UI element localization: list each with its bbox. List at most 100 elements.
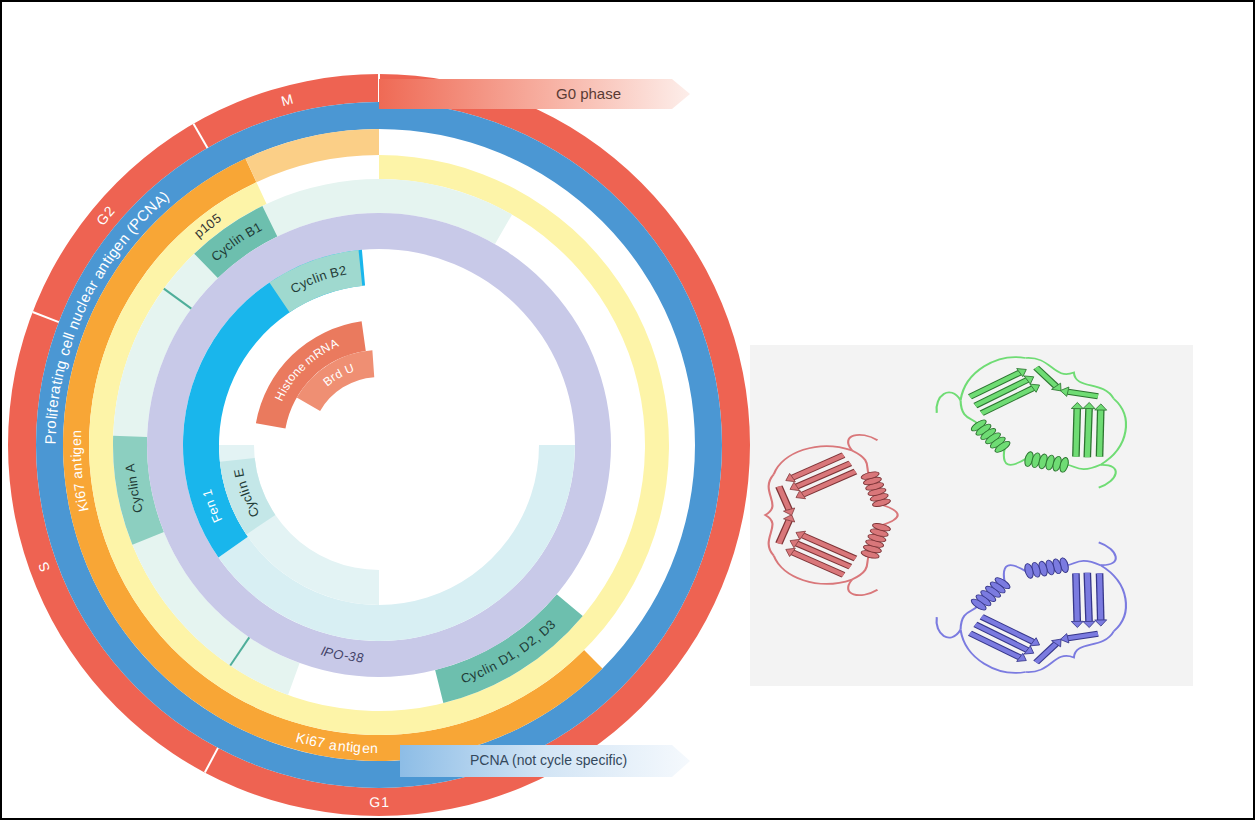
backbone-loop [1088,540,1120,568]
beta-strand [1075,410,1125,457]
pcna-subunit [921,526,1161,698]
beta-strand-edge [1068,627,1098,646]
histone-mrna-band [256,321,366,428]
g0-arrow-tab [379,79,690,109]
beta-strand-edge [1031,644,1061,663]
backbone-loop [848,580,877,596]
cyclin-b2-band [269,250,362,312]
strand-head [796,490,806,498]
beta-strand [1068,385,1098,404]
phase-tick [164,289,192,309]
cycle-rings [8,74,750,816]
ring-label: Brd U [320,361,358,390]
ring-label: S [34,557,54,577]
label-glyph: 8 [355,650,364,667]
ki67-fade [245,129,379,182]
ring-label: Fen 1 [199,484,226,528]
beta-strand-edge [779,520,789,543]
beta-strand-edge [803,471,856,494]
strand-head [1083,402,1097,413]
beta-strand [982,605,1033,653]
label-glyph: r [41,428,60,434]
tab-label: G0 phase [556,85,621,102]
strand-head [790,482,800,490]
strand-head [1071,402,1085,413]
beta-strand [779,520,789,543]
strand-head [783,508,794,515]
ring-label: IPO-38 [314,642,369,667]
alpha-helix-turn [993,440,1012,455]
strand-head [796,531,806,539]
cyclin-e-ring [219,445,379,605]
strand-head [1059,385,1073,396]
backbone-loop [956,344,1025,412]
backbone-loop [931,612,963,640]
pcna-trimer [765,332,1160,697]
ipo38-ring [147,213,611,677]
label-glyph: P [40,434,59,445]
strand-head [786,473,796,481]
fen1-ring [183,250,365,558]
beta-strand [1075,573,1125,620]
label-glyph: e [67,438,85,446]
beta-strand [1051,409,1102,457]
beta-strand-edge [1068,385,1098,404]
label-glyph: a [68,470,87,480]
strand-head [783,515,794,522]
ring-label: Cyclin D1, D2, D3 [457,616,560,688]
label-glyph: i [67,454,85,458]
beta-strand [1031,644,1061,663]
ring-label: Cyclin A [122,459,147,518]
strand-head [790,539,800,547]
ring-label: G1 [365,792,395,812]
strand-head [1014,653,1028,664]
pcna-subunit [921,332,1161,504]
brdu-band [297,350,375,411]
ring-label: p105 [190,210,226,242]
ring-label: Cyclin B1 [208,219,267,265]
p105-ring [89,155,669,735]
backbone-loop [1066,453,1100,477]
strand-head [1014,366,1028,377]
strand-head [1027,381,1041,392]
phase-ring [8,74,750,816]
beta-strand-edge [803,535,856,558]
beta-strand [1031,368,1061,387]
ring-label: Ki67 antigen [66,424,92,517]
backbone-loop [931,390,963,418]
label-glyph: 7 [316,733,327,752]
phase-tick [33,312,59,322]
label-glyph: A [123,462,140,472]
beta-strand-edge [1062,409,1114,458]
cyclin-e-band [220,458,275,534]
strand-head [1095,616,1109,627]
label-glyph: e [361,739,370,757]
label-glyph: o [41,419,61,429]
pcna-subunit [765,435,897,595]
beta-strand-edge [982,377,1033,425]
tab-label: PCNA (not cycle specific) [470,752,627,768]
beta-strand-edge [1075,573,1125,620]
ring-label: Histone mRNA [272,336,342,404]
backbone-loop [882,505,898,525]
pcna-ring [36,102,722,788]
alpha-helix-turn [1023,563,1034,579]
strand-head [1021,373,1035,384]
strand-head [1021,646,1035,657]
beta-strand [1062,409,1114,458]
strand-head [786,548,796,556]
alpha-helix-turn [860,470,880,481]
structure-panel [750,345,1193,686]
beta-strand [1062,573,1114,622]
beta-strand-edge [779,486,789,509]
ring-label: Proliferating cell nuclear antigen (PCNA… [40,185,176,450]
label-glyph: 1 [380,793,388,811]
phase-tick [230,637,249,665]
beta-strand [779,486,789,509]
label-glyph: g [353,738,362,757]
backbone-loop [956,618,1025,686]
beta-strand-edge [1062,573,1114,622]
